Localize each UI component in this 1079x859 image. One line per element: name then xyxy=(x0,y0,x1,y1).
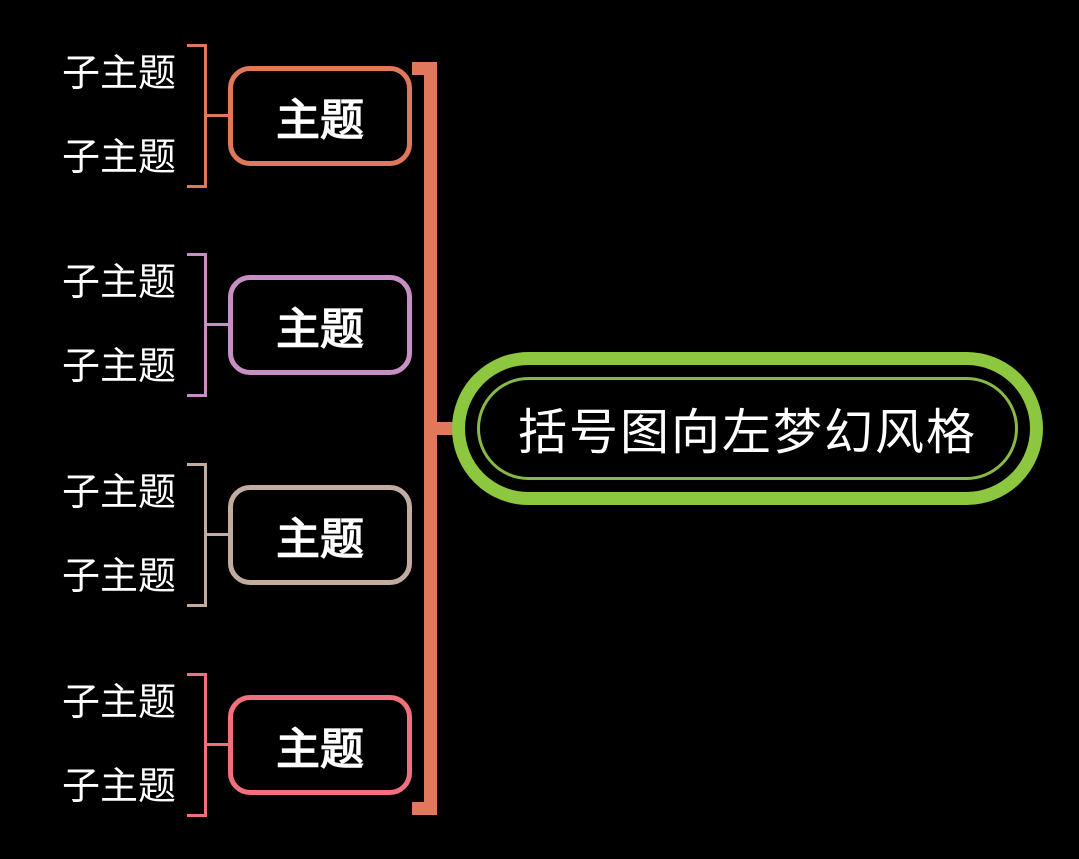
central-topic-node[interactable]: 括号图向左梦幻风格 xyxy=(452,352,1043,505)
subtopic-node[interactable]: 子主题 xyxy=(61,472,176,514)
topic-node[interactable]: 主题 xyxy=(228,695,412,795)
subtopic-bracket xyxy=(187,253,207,397)
subtopic-bracket-stub xyxy=(206,743,229,746)
subtopic-node[interactable]: 子主题 xyxy=(61,766,176,808)
subtopic-bracket-stub xyxy=(206,533,229,536)
subtopic-node[interactable]: 子主题 xyxy=(61,137,176,179)
subtopic-bracket xyxy=(187,673,207,817)
subtopic-node[interactable]: 子主题 xyxy=(61,53,176,95)
central-topic-label: 括号图向左梦幻风格 xyxy=(517,406,977,460)
subtopic-bracket xyxy=(187,463,207,607)
topic-node[interactable]: 主题 xyxy=(228,66,412,166)
subtopic-node[interactable]: 子主题 xyxy=(61,262,176,304)
subtopic-bracket xyxy=(187,44,207,188)
subtopic-node[interactable]: 子主题 xyxy=(61,346,176,388)
branch-group-3: 子主题 子主题 主题 xyxy=(0,463,460,607)
subtopic-bracket-stub xyxy=(206,323,229,326)
branch-group-1: 子主题 子主题 主题 xyxy=(0,44,460,188)
subtopic-node[interactable]: 子主题 xyxy=(61,556,176,598)
topic-node[interactable]: 主题 xyxy=(228,275,412,375)
branch-group-2: 子主题 子主题 主题 xyxy=(0,253,460,397)
topic-node[interactable]: 主题 xyxy=(228,485,412,585)
main-bracket xyxy=(412,62,437,815)
branch-group-4: 子主题 子主题 主题 xyxy=(0,673,460,817)
subtopic-node[interactable]: 子主题 xyxy=(61,682,176,724)
main-bracket-stub xyxy=(435,422,454,435)
subtopic-bracket-stub xyxy=(206,114,229,117)
